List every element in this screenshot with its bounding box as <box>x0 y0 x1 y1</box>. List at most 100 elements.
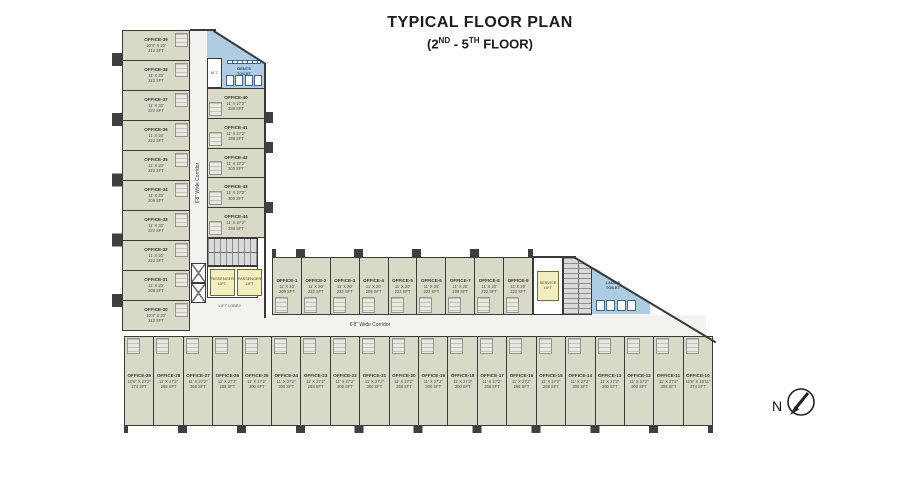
office-name: OFFICE-30 <box>144 307 168 313</box>
service-lift-room: SERVICE LIFT <box>533 257 563 315</box>
office-label: OFFICE-41 11' X 27'2" 288 SFT <box>224 125 247 142</box>
office-name: OFFICE-8 <box>478 277 500 283</box>
office-area: 300 SFT <box>572 383 589 389</box>
office-room: OFFICE-44 11' X 27'2" 288 SFT <box>208 207 264 237</box>
office-name: OFFICE-39 <box>144 37 168 43</box>
subtitle-part: - 5 <box>450 36 469 52</box>
office-area: 209 SFT <box>148 288 164 294</box>
office-dimension: 11' X 20' <box>423 283 440 289</box>
gents-toilet-label: GENTS TOILET <box>224 66 264 76</box>
office-label: OFFICE-19 11' X 27'2" 300 SFT <box>422 373 445 390</box>
office-name: OFFICE-31 <box>144 277 168 283</box>
office-dimension: 11' X 27'2" <box>629 378 649 384</box>
passenger-lift-bank: PASSENGER LIFT PASSENGER LIFT <box>207 266 263 298</box>
office-dimension: 10'4" X 20' <box>146 313 166 319</box>
office-toilet-unit <box>332 338 346 354</box>
office-label: OFFICE-37 11' X 20' 222 SFT <box>144 97 167 114</box>
office-area: 274 SFT <box>690 383 706 389</box>
office-toilet-unit <box>656 338 670 354</box>
office-name: OFFICE-20 <box>392 372 416 378</box>
office-toilet-unit <box>175 123 188 137</box>
passenger-lift-2: PASSENGER LIFT <box>236 268 263 296</box>
north-compass: N <box>758 383 838 433</box>
office-area: 268 SFT <box>160 383 177 389</box>
office-toilet-unit <box>175 63 188 77</box>
office-name: OFFICE-24 <box>274 372 298 378</box>
column-markers-left <box>112 30 122 331</box>
office-room: OFFICE-17 11' X 27'2" 268 SFT <box>476 337 507 425</box>
office-dimension: 11' X 20' <box>148 163 164 169</box>
office-area: 274 SFT <box>131 383 148 389</box>
office-label: OFFICE-44 11' X 27'2" 288 SFT <box>224 214 247 231</box>
service-shaft <box>191 263 206 283</box>
office-toilet-unit <box>209 161 222 176</box>
office-area: 222 SFT <box>336 288 353 294</box>
office-area: 222 SFT <box>148 228 164 234</box>
office-area: 288 SFT <box>228 136 244 142</box>
office-area: 212 SFT <box>148 48 164 54</box>
office-label: OFFICE-11 11' X 27'2" 308 SFT <box>657 373 680 390</box>
office-area: 212 SFT <box>148 318 164 324</box>
office-area: 300 SFT <box>631 383 647 389</box>
office-name: OFFICE-43 <box>224 184 248 190</box>
office-name: OFFICE-38 <box>144 67 168 73</box>
office-label: OFFICE-39 10'4" X 20' 212 SFT <box>144 37 167 54</box>
office-label: OFFICE-38 11' X 20' 222 SFT <box>144 67 167 84</box>
office-label: OFFICE-34 11' X 20' 209 SFT <box>144 187 167 204</box>
office-toilet-unit <box>509 338 523 354</box>
office-toilet-unit <box>450 338 464 354</box>
office-room: OFFICE-12 11' X 27'2" 300 SFT <box>623 337 654 425</box>
office-dimension: 11' X 20' <box>279 283 295 289</box>
office-label: OFFICE-28 11' X 27'2" 268 SFT <box>157 373 180 390</box>
office-name: OFFICE-4 <box>363 277 385 283</box>
office-area: 300 SFT <box>454 383 471 389</box>
office-area: 209 SFT <box>279 288 295 294</box>
office-area: 268 SFT <box>484 383 500 389</box>
office-dimension: 11' X 20' <box>148 73 164 79</box>
office-name: OFFICE-19 <box>421 372 445 378</box>
office-dimension: 11' X 20' <box>481 283 497 289</box>
corridor-label-vertical: 6'8" Wide Corridor <box>195 162 201 204</box>
office-label: OFFICE-9 11' X 20' 222 SFT <box>508 278 529 295</box>
office-label: OFFICE-26 11' X 27'2" 268 SFT <box>216 373 239 390</box>
office-label: OFFICE-33 11' X 20' 222 SFT <box>144 217 167 234</box>
office-label: OFFICE-16 11' X 27'2" 268 SFT <box>510 373 533 390</box>
wc-stall <box>606 300 616 311</box>
office-label: OFFICE-22 11' X 27'2" 300 SFT <box>333 373 356 390</box>
office-name: OFFICE-14 <box>568 372 593 378</box>
office-room: OFFICE-37 11' X 20' 222 SFT <box>123 90 189 120</box>
office-dimension: 11' X 27'2" <box>226 130 246 136</box>
office-dimension: 11' X 20' <box>148 223 164 229</box>
office-toilet-unit <box>127 338 140 354</box>
office-name: OFFICE-10 <box>686 372 710 378</box>
office-toilet-unit <box>419 297 433 313</box>
office-label: OFFICE-3 11' X 20' 222 SFT <box>334 278 355 295</box>
office-area: 268 SFT <box>307 383 324 389</box>
office-room: OFFICE-13 11' X 27'2" 300 SFT <box>594 337 624 425</box>
office-dimension: 11' X 27'2" <box>226 160 246 166</box>
office-name: OFFICE-36 <box>144 127 168 133</box>
wall-segment <box>264 63 266 318</box>
office-label: OFFICE-36 11' X 20' 222 SFT <box>144 127 167 144</box>
office-name: OFFICE-28 <box>156 372 181 378</box>
column-markers-bottom <box>124 425 713 433</box>
office-room: OFFICE-18 11' X 27'2" 300 SFT <box>447 337 477 425</box>
office-room: OFFICE-35 11' X 20' 222 SFT <box>123 150 189 180</box>
office-name: OFFICE-13 <box>597 372 622 378</box>
office-name: OFFICE-37 <box>144 97 168 103</box>
office-area: 222 SFT <box>307 288 324 294</box>
horizontal-corridor <box>190 315 706 336</box>
office-dimension: 11' X 20' <box>337 283 353 289</box>
office-name: OFFICE-21 <box>362 372 387 378</box>
office-area: 300 SFT <box>278 383 295 389</box>
office-label: OFFICE-13 11' X 27'2" 300 SFT <box>598 373 621 390</box>
office-area: 300 SFT <box>366 383 383 389</box>
office-dimension: 11' X 20' <box>365 283 382 289</box>
office-room: OFFICE-2 11' X 20' 222 SFT <box>300 258 330 314</box>
office-room: OFFICE-31 11' X 20' 209 SFT <box>123 270 189 300</box>
office-label: OFFICE-1 11' X 20' 209 SFT <box>276 278 297 295</box>
office-dimension: 11' X 27'2" <box>335 378 355 384</box>
office-label: OFFICE-40 11' X 27'2" 288 SFT <box>224 95 247 112</box>
office-name: OFFICE-29 <box>127 372 151 378</box>
office-dimension: 10'6" X 20'11" <box>685 378 711 384</box>
